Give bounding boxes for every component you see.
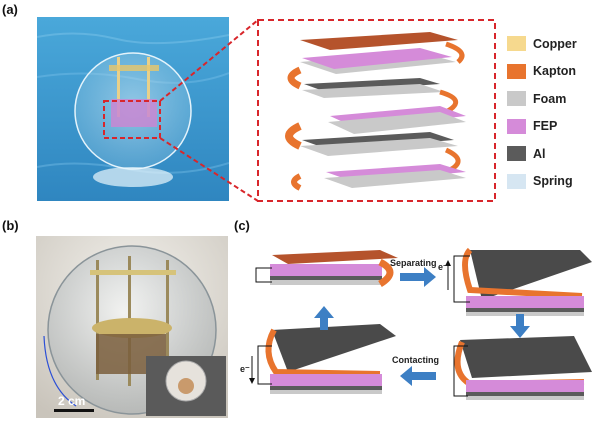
panel-label-c: (c) — [234, 218, 250, 233]
legend-swatch — [507, 173, 526, 189]
legend-swatch — [507, 118, 526, 134]
legend-swatch — [507, 91, 526, 107]
legend-item: Foam — [507, 85, 599, 113]
legend-item: Al — [507, 140, 599, 168]
legend-label: Al — [533, 146, 546, 161]
separating-label: Separating — [390, 258, 437, 268]
legend-label: Foam — [533, 91, 567, 106]
legend-label: FEP — [533, 119, 558, 134]
contacting-label: Contacting — [392, 355, 439, 365]
device-released-state — [249, 324, 396, 394]
scale-bar-label: 2 cm — [58, 394, 86, 408]
legend-label: Spring — [533, 174, 573, 189]
legend-item: FEP — [507, 113, 599, 141]
legend-item: Spring — [507, 168, 599, 196]
device-contact-state — [255, 250, 398, 288]
legend-item: Kapton — [507, 58, 599, 86]
device-photo — [36, 236, 228, 418]
panel-label-b: (b) — [2, 218, 19, 233]
legend-swatch — [507, 146, 526, 162]
device-separating-state — [445, 247, 592, 316]
device-contacting-state — [453, 336, 592, 400]
electron-label-left: e⁻ — [240, 364, 250, 374]
legend-label: Kapton — [533, 64, 577, 79]
panel-label-a: (a) — [2, 2, 18, 17]
legend-label: Copper — [533, 36, 577, 51]
legend-item: Copper — [507, 30, 599, 58]
legend-swatch — [507, 63, 526, 79]
electron-label-right: e⁻ — [438, 262, 448, 272]
legend-swatch — [507, 36, 526, 52]
